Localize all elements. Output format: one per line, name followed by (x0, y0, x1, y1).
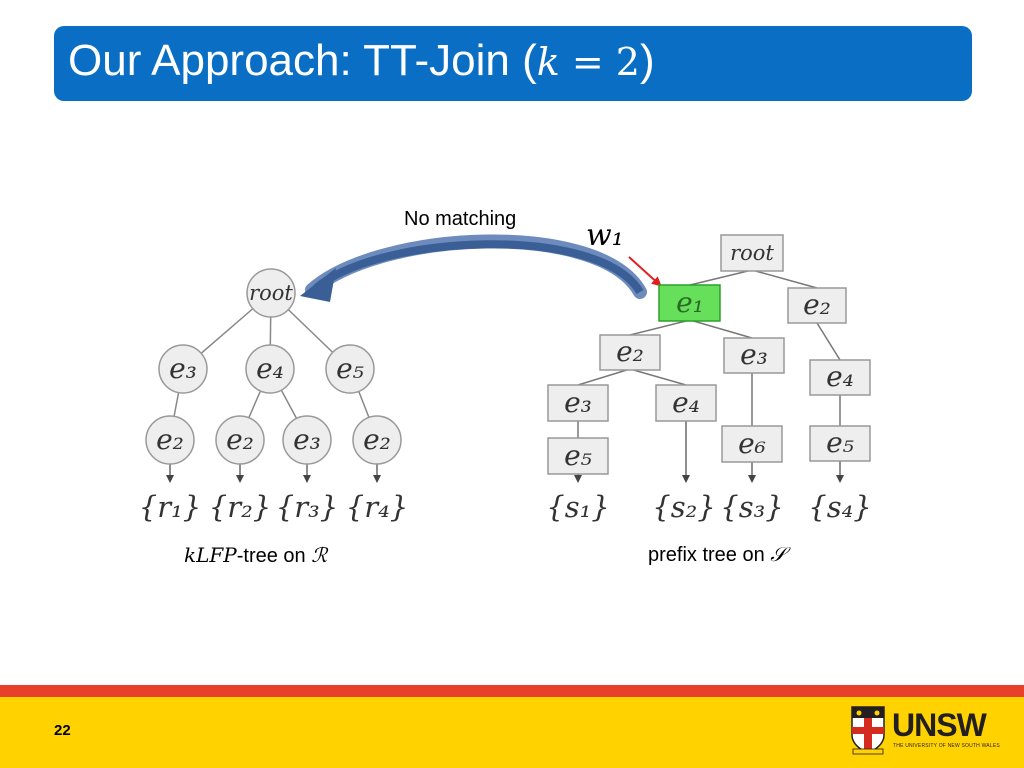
left-tree-leaf-arrows (166, 462, 381, 483)
unsw-crest-icon (851, 706, 885, 755)
no-matching-label: No matching (404, 208, 516, 230)
right-node-e2-top: e₂ (787, 287, 847, 324)
left-level2-node-1: e₂ (145, 415, 195, 465)
right-leaf-1: {s₁} (546, 490, 609, 524)
title-math-var: k (536, 40, 560, 84)
left-level2-node-3: e₃ (282, 415, 332, 465)
right-node-label-3: e₃ (740, 338, 768, 371)
left-level2-label-4: e₂ (363, 423, 391, 456)
left-level2-node-2: e₂ (215, 415, 265, 465)
right-tree-caption: prefix tree on 𝒮 (648, 542, 791, 566)
right-node-e5-right: e₅ (809, 425, 871, 462)
left-level1-node-1: e₃ (158, 344, 208, 394)
right-caption-set: 𝒮 (770, 542, 791, 566)
page-number: 22 (54, 722, 71, 739)
right-node-e4-right: e₄ (809, 359, 871, 396)
slide-title: Our Approach: TT-Join (k = 2) (68, 36, 655, 86)
right-node-e6: e₆ (721, 425, 783, 463)
left-root-node: root (246, 268, 296, 318)
right-caption-text: prefix tree on (648, 544, 770, 566)
title-bar: Our Approach: TT-Join (k = 2) (54, 26, 972, 101)
right-highlighted-node: e₁ (658, 284, 721, 322)
right-root-label: root (730, 241, 774, 265)
left-leaf-1: {r₁} (139, 490, 201, 524)
no-matching-arrowhead (300, 268, 336, 302)
right-node-e3-low: e₃ (547, 384, 609, 422)
right-node-e2-mid: e₂ (599, 334, 661, 371)
title-math-num: 2 (615, 40, 640, 84)
right-node-e3-mid: e₃ (723, 337, 785, 374)
no-matching-arrow-inner (313, 240, 644, 295)
left-level2-node-4: e₂ (352, 415, 402, 465)
right-leaf-3: {s₃} (720, 490, 783, 524)
right-root-node: root (720, 234, 784, 272)
right-node-label-1: e₂ (803, 288, 831, 321)
left-level1-label-3: e₅ (336, 352, 364, 385)
left-leaf-3: {r₃} (276, 490, 338, 524)
right-node-label-2: e₂ (616, 335, 644, 368)
left-leaf-2: {r₂} (209, 490, 271, 524)
w1-label: w₁ (586, 218, 624, 253)
right-node-label-5: e₄ (672, 386, 700, 419)
footer-red-stripe (0, 685, 1024, 697)
left-level1-label-1: e₃ (169, 352, 197, 385)
right-node-e4-low: e₄ (655, 384, 717, 422)
left-level2-label-1: e₂ (156, 423, 184, 456)
right-highlighted-label: e₁ (676, 286, 704, 319)
right-node-e5-low: e₅ (547, 437, 609, 475)
unsw-subtitle: THE UNIVERSITY OF NEW SOUTH WALES (893, 743, 1000, 749)
right-node-label-9: e₅ (826, 426, 854, 459)
right-node-label-7: e₅ (564, 439, 592, 472)
right-leaf-4: {s₄} (808, 490, 871, 524)
left-level2-label-3: e₃ (293, 423, 321, 456)
left-level1-node-2: e₄ (245, 344, 295, 394)
left-level1-label-2: e₄ (256, 352, 284, 385)
left-tree-caption: kLFP-tree on ℛ (184, 543, 329, 567)
right-node-label-6: e₄ (826, 360, 854, 393)
right-tree-leaf-arrows (574, 421, 844, 483)
right-tree-edges (577, 269, 841, 438)
unsw-logo: UNSW THE UNIVERSITY OF NEW SOUTH WALES (850, 705, 1000, 761)
left-root-label: root (249, 281, 293, 305)
unsw-wordmark: UNSW (892, 707, 987, 743)
right-leaf-2: {s₂} (652, 490, 715, 524)
w1-pointer-arrow (628, 256, 662, 287)
left-caption-set: ℛ (311, 543, 329, 567)
right-node-label-4: e₃ (564, 386, 592, 419)
left-level2-label-2: e₂ (226, 423, 254, 456)
left-level1-node-3: e₅ (325, 344, 375, 394)
left-leaf-4: {r₄} (346, 490, 408, 524)
title-math-eq: = (559, 40, 616, 84)
right-node-label-8: e₆ (738, 427, 766, 460)
footer-bar: 22 UNSW THE UNIVERSITY OF NEW SOUTH WALE… (0, 697, 1024, 768)
title-prefix: Our Approach: TT-Join ( (68, 36, 537, 85)
left-caption-text: -tree on (237, 545, 311, 567)
title-suffix: ) (639, 36, 655, 85)
left-caption-math: kLFP (184, 543, 237, 567)
